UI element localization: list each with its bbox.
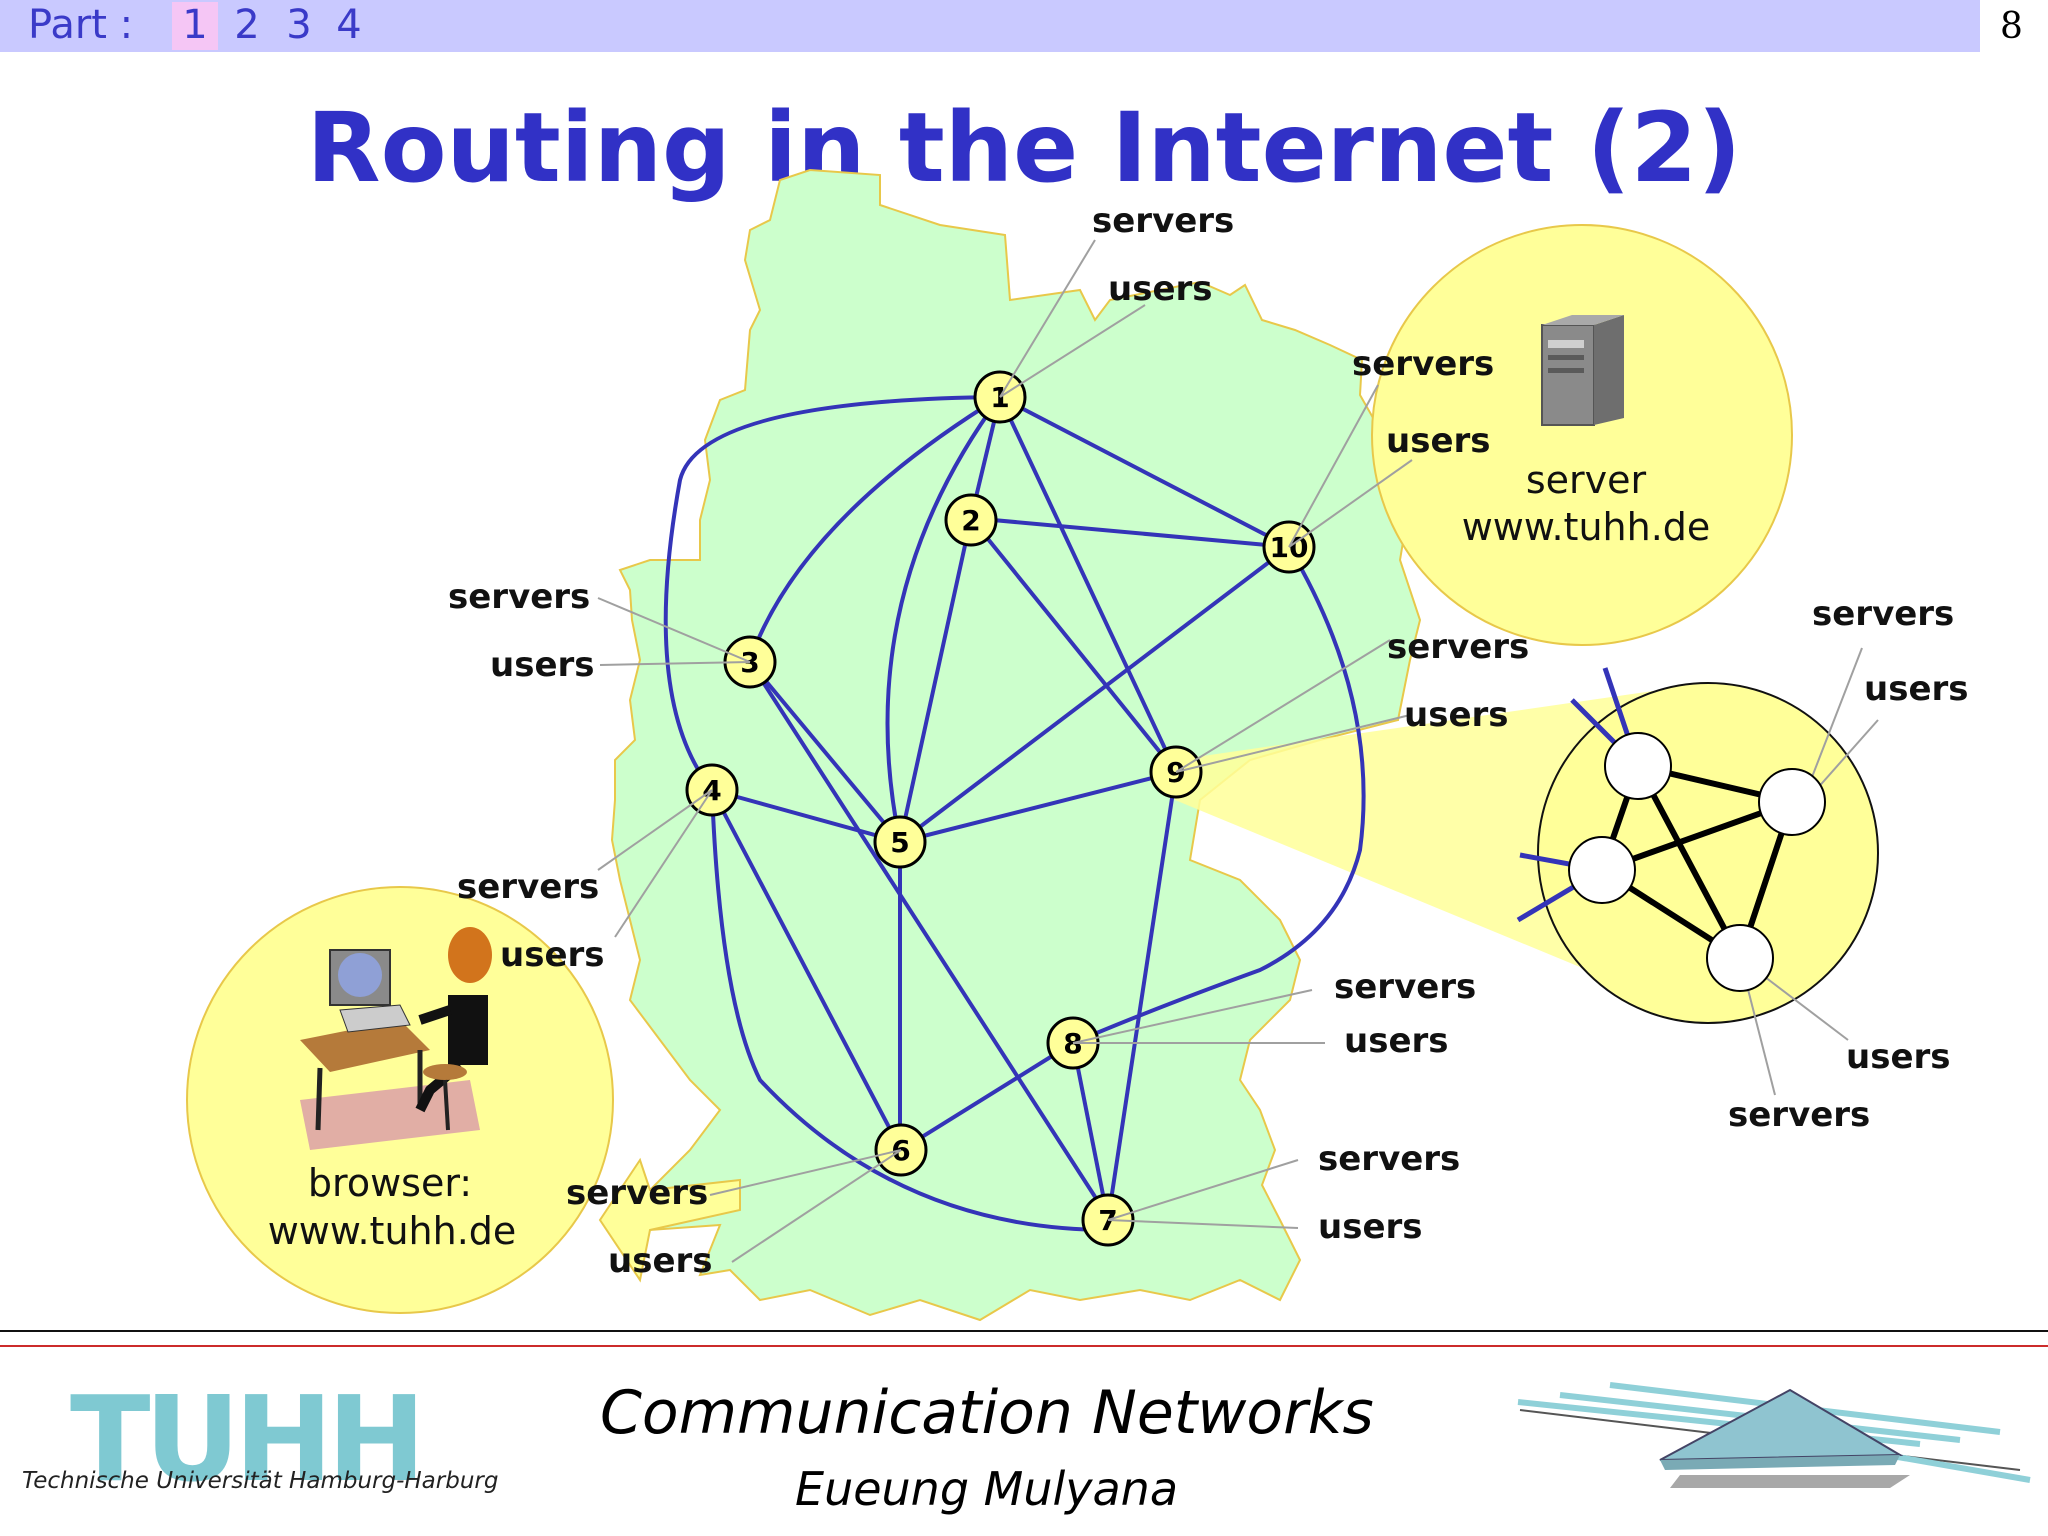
servers-label-6: servers [566, 1173, 708, 1213]
users-label-1: users [1108, 269, 1213, 309]
university-name: Technische Universität Hamburg-Harburg [22, 1468, 499, 1494]
server-caption-line1: server [1526, 458, 1647, 502]
user-at-computer-icon [300, 927, 492, 1150]
endpoint-labels: servers users servers users servers user… [448, 201, 1969, 1281]
browser-caption-line1: browser: [308, 1161, 472, 1205]
servers-label-9: servers [1387, 627, 1529, 667]
servers-label-1: servers [1092, 201, 1234, 241]
servers-label-zoom-top: servers [1812, 594, 1954, 634]
zoomed-router-network [1516, 667, 1826, 992]
servers-label-3: servers [448, 577, 590, 617]
browser-caption-line2: www.tuhh.de [268, 1209, 517, 1253]
author-name: Eueung Mulyana [795, 1462, 1179, 1516]
page-number: 8 [2000, 6, 2023, 47]
servers-label-8: servers [1334, 967, 1476, 1007]
server-bubble [1371, 224, 1793, 646]
part-tab-1[interactable]: 1 [172, 2, 218, 50]
router-1[interactable]: 1 [973, 370, 1027, 424]
servers-label-4: servers [457, 867, 599, 907]
decorative-graphic [1517, 1382, 2031, 1488]
users-label-6: users [608, 1241, 713, 1281]
users-label-3: users [490, 645, 595, 685]
top-navigation-bar [0, 0, 1980, 52]
router-10-label: 10 [1270, 531, 1309, 564]
export-arrow [598, 1157, 741, 1283]
router-2[interactable]: 2 [944, 493, 998, 547]
router-5-label: 5 [890, 826, 909, 859]
users-label-7: users [1318, 1207, 1423, 1247]
tuhh-logo: TUHH [70, 1370, 426, 1508]
footer-divider-red [0, 1345, 2048, 1347]
users-label-zoom-bottom: users [1846, 1037, 1951, 1077]
users-label-9: users [1404, 695, 1509, 735]
users-label-10: users [1386, 421, 1491, 461]
router-10[interactable]: 10 [1262, 520, 1316, 574]
users-label-8: users [1344, 1021, 1449, 1061]
part-tab-2[interactable]: 2 [234, 2, 260, 48]
router-9-label: 9 [1166, 756, 1185, 789]
part-tab-4[interactable]: 4 [336, 2, 362, 48]
servers-label-7: servers [1318, 1139, 1460, 1179]
part-label: Part : [28, 2, 134, 48]
router-2-label: 2 [961, 504, 980, 537]
servers-label-zoom-bottom: servers [1728, 1095, 1870, 1135]
network-diagram: 1 2 3 4 5 6 7 8 9 10 servers users serve… [186, 168, 1969, 1322]
leader-lines [597, 239, 1879, 1263]
server-icon [1541, 315, 1624, 426]
course-title: Communication Networks [600, 1378, 1374, 1448]
servers-label-10: servers [1352, 344, 1494, 384]
part-tab-3[interactable]: 3 [286, 2, 312, 48]
server-caption-line2: www.tuhh.de [1462, 505, 1711, 549]
users-label-zoom-top: users [1864, 669, 1969, 709]
router-5[interactable]: 5 [873, 815, 927, 869]
zoom-wedge [1175, 690, 1660, 1000]
slide-title: Routing in the Internet (2) [306, 92, 1742, 204]
users-label-4: users [500, 935, 605, 975]
country-map [610, 168, 1422, 1322]
router-links [663, 395, 1366, 1232]
footer-divider-black [0, 1330, 2048, 1332]
